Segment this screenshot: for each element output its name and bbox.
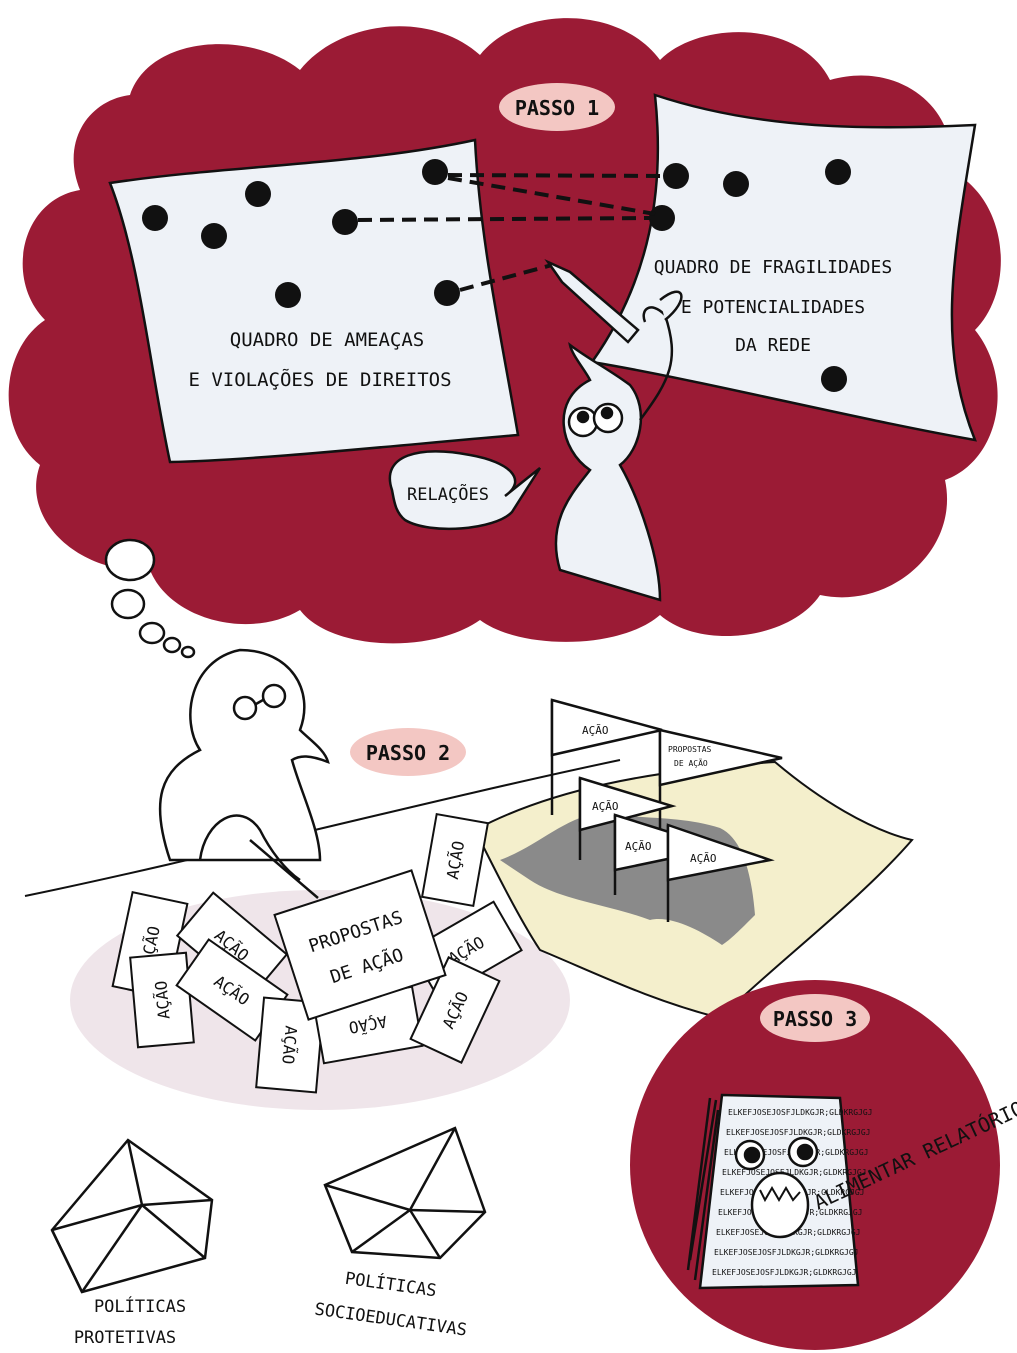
protective-policy-line1: POLÍTICAS [94,1295,186,1317]
threats-board: QUADRO DE AMEAÇAS E VIOLAÇÕES DE DIREITO… [110,140,518,462]
network-board-title-3: DA REDE [735,335,811,356]
socio-policy-line2: SOCIOEDUCATIVAS [313,1299,468,1340]
protective-policy-line2: PROTETIVAS [74,1328,176,1348]
network-board-title-1: QUADRO DE FRAGILIDADES [654,257,892,278]
flag-label: AÇÃO [625,840,652,853]
flag-proposal-2: DE AÇÃO [674,758,708,768]
svg-text:ELKEFJOSEJOSFJLDKGJR;GLDKRGJGJ: ELKEFJOSEJOSFJLDKGJR;GLDKRGJGJ [712,1268,857,1277]
protective-policy-tent [52,1140,212,1292]
svg-text:ELKEFJOSEJOSFJLDKGJR;GLDKRGJGJ: ELKEFJOSEJOSFJLDKGJR;GLDKRGJGJ [726,1128,871,1137]
step3-badge: PASSO 3 [760,994,870,1042]
threats-board-title-1: QUADRO DE AMEAÇAS [230,329,424,351]
relations-label: RELAÇÕES [407,483,489,505]
flag-label: AÇÃO [690,852,717,865]
socio-policy-line1: POLÍTICAS [344,1267,438,1302]
thinking-person [160,650,328,898]
step1-badge-label: PASSO 1 [515,96,599,120]
step2-badge-label: PASSO 2 [366,741,450,765]
network-board-title-2: E POTENCIALIDADES [681,297,865,318]
threats-board-title-2: E VIOLAÇÕES DE DIREITOS [188,368,451,391]
svg-text:ELKEFJOSEJOSFJLDKGJR;GLDKRGJGJ: ELKEFJOSEJOSFJLDKGJR;GLDKRGJGJ [714,1248,859,1257]
step3-badge-label: PASSO 3 [773,1007,857,1031]
action-card-label: AÇÃO [278,1025,300,1065]
socioeducational-policy-tent [325,1128,485,1258]
step1-badge: PASSO 1 [499,83,615,131]
svg-text:ELKEFJOSEJOSFJLDKGJR;GLDKRGJGJ: ELKEFJOSEJOSFJLDKGJR;GLDKRGJGJ [728,1108,873,1117]
step2-badge: PASSO 2 [350,728,466,776]
flag-proposal-1: PROPOSTAS [668,745,712,754]
action-card-label: AÇÃO [151,980,173,1020]
flag-label: AÇÃO [582,724,609,737]
flag-label: AÇÃO [592,800,619,813]
